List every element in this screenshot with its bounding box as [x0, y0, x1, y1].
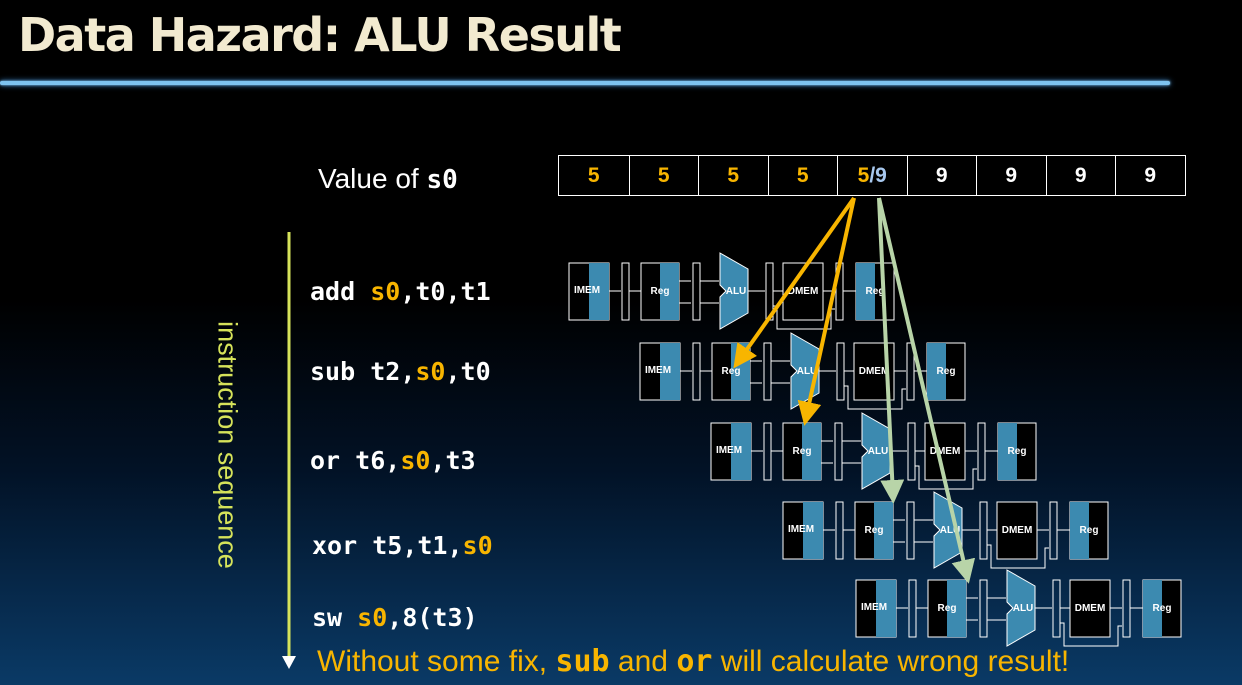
instruction-sub: sub t2,s0,t0 [310, 357, 491, 386]
pipeline-latch [836, 342, 845, 401]
pipeline-latch [908, 579, 917, 638]
hazard-arrow-to-or [797, 197, 856, 426]
footer-warning: Without some fix, sub and or will calcul… [317, 644, 1070, 679]
s0-value-cell: 5 [628, 156, 699, 195]
sequence-arrowhead [282, 656, 296, 669]
imem-label: IMEM [716, 445, 742, 456]
value-of-s0-label: Value of s0 [318, 163, 458, 195]
pipeline-latch [763, 422, 772, 481]
value-label-register: s0 [426, 165, 458, 195]
pipeline-latch [1049, 501, 1058, 560]
imem-label: IMEM [788, 524, 814, 535]
pipeline-latch [621, 262, 630, 321]
pipeline-latch [979, 501, 988, 560]
dmem-label: DMEM [1002, 525, 1033, 536]
s0-value-cell: 5/9 [837, 156, 907, 195]
instruction-xor: xor t5,t1,s0 [312, 531, 493, 560]
imem-label: IMEM [574, 285, 600, 296]
slide-title: Data Hazard: ALU Result [18, 8, 622, 62]
reg-label: Reg [722, 366, 741, 377]
pipeline-latch [834, 422, 843, 481]
alu-block [1006, 569, 1036, 647]
pipeline-row-4: IMEM Reg ALU DMEM Reg [782, 491, 1109, 569]
s0-value-cell: 9 [906, 156, 977, 195]
dmem-label: DMEM [788, 286, 819, 297]
instruction-sw: sw s0,8(t3) [312, 603, 478, 632]
alu-block [933, 491, 963, 569]
s0-value-cell: 9 [976, 156, 1046, 195]
reg-label: Reg [1153, 603, 1172, 614]
s0-value-cell: 5 [587, 163, 600, 187]
alu-block [719, 252, 749, 330]
dmem-label: DMEM [859, 366, 890, 377]
pipeline-latch [907, 422, 916, 481]
dmem-block [1069, 579, 1111, 638]
pipeline-latch [763, 342, 772, 401]
reg-label: Reg [937, 366, 956, 377]
alu-label: ALU [940, 525, 961, 536]
reg-label: Reg [651, 286, 670, 297]
dmem-label: DMEM [1075, 603, 1106, 614]
reg-label: Reg [865, 525, 884, 536]
s0-value-cell: 5 [767, 156, 838, 195]
imem-label: IMEM [645, 365, 671, 376]
instruction-add: add s0,t0,t1 [310, 277, 491, 306]
reg-label: Reg [1080, 525, 1099, 536]
s0-value-cell: 5 [698, 156, 768, 195]
pipeline-latch [1052, 579, 1061, 638]
pipeline-latch [906, 501, 915, 560]
alu-label: ALU [726, 286, 747, 297]
alu-label: ALU [868, 446, 889, 457]
pipeline-row-3: IMEM Reg ALU DMEM Reg [710, 412, 1037, 490]
forward-arrow-to-xor [877, 197, 905, 504]
title-underline [0, 81, 1170, 85]
reg-label: Reg [793, 446, 812, 457]
reg-label: Reg [938, 603, 957, 614]
dmem-label: DMEM [930, 446, 961, 457]
alu-label: ALU [797, 366, 818, 377]
alu-label: ALU [1013, 603, 1034, 614]
hazard-arrow-to-sub [733, 196, 856, 369]
pipeline-row-2: IMEM Reg ALU DMEM Reg [639, 332, 966, 410]
value-label-prefix: Value of [318, 163, 427, 194]
instruction-or: or t6,s0,t3 [310, 446, 476, 475]
pipeline-latch [835, 501, 844, 560]
imem-label: IMEM [861, 602, 887, 613]
pipeline-latch [979, 579, 988, 638]
s0-value-cell: 9 [1045, 156, 1116, 195]
pipeline-row-5: IMEM Reg ALU DMEM Reg [855, 569, 1182, 647]
instruction-sequence-label: instruction sequence [212, 321, 243, 569]
pipeline-latch [692, 262, 701, 321]
reg-label: Reg [866, 286, 885, 297]
pipeline-latch [1122, 579, 1131, 638]
pipeline-row-1: IMEM Reg ALU DMEM Reg [568, 252, 895, 330]
pipeline-latch [977, 422, 986, 481]
reg-label: Reg [1008, 446, 1027, 457]
forward-arrow-to-sw [877, 197, 976, 584]
pipeline-latch [692, 342, 701, 401]
s0-value-cell: 9 [1115, 156, 1185, 195]
